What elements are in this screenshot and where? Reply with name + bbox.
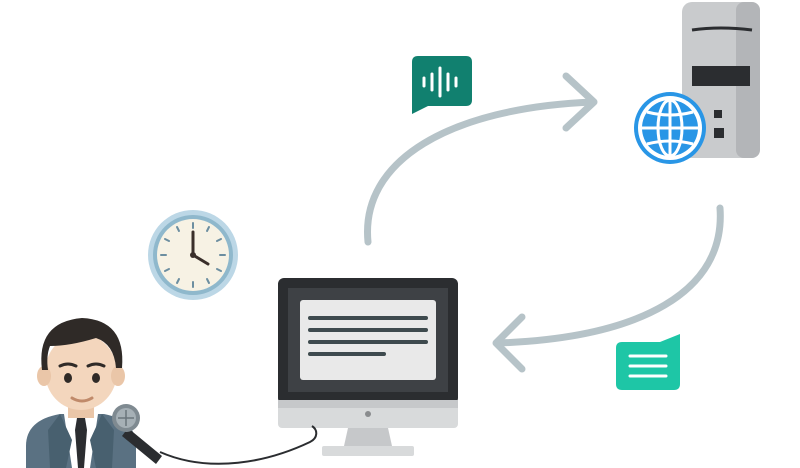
text-message-icon [616, 334, 680, 390]
globe-icon [634, 92, 706, 164]
person-with-microphone-icon [26, 318, 136, 468]
voice-message-icon [412, 56, 472, 114]
microphone-icon [112, 404, 162, 464]
arrow-to-server-icon [364, 72, 598, 246]
clock-icon [148, 210, 238, 300]
arrow-to-monitor-icon [492, 204, 724, 373]
microphone-cable-icon [159, 425, 318, 465]
desktop-monitor-icon [278, 278, 458, 456]
